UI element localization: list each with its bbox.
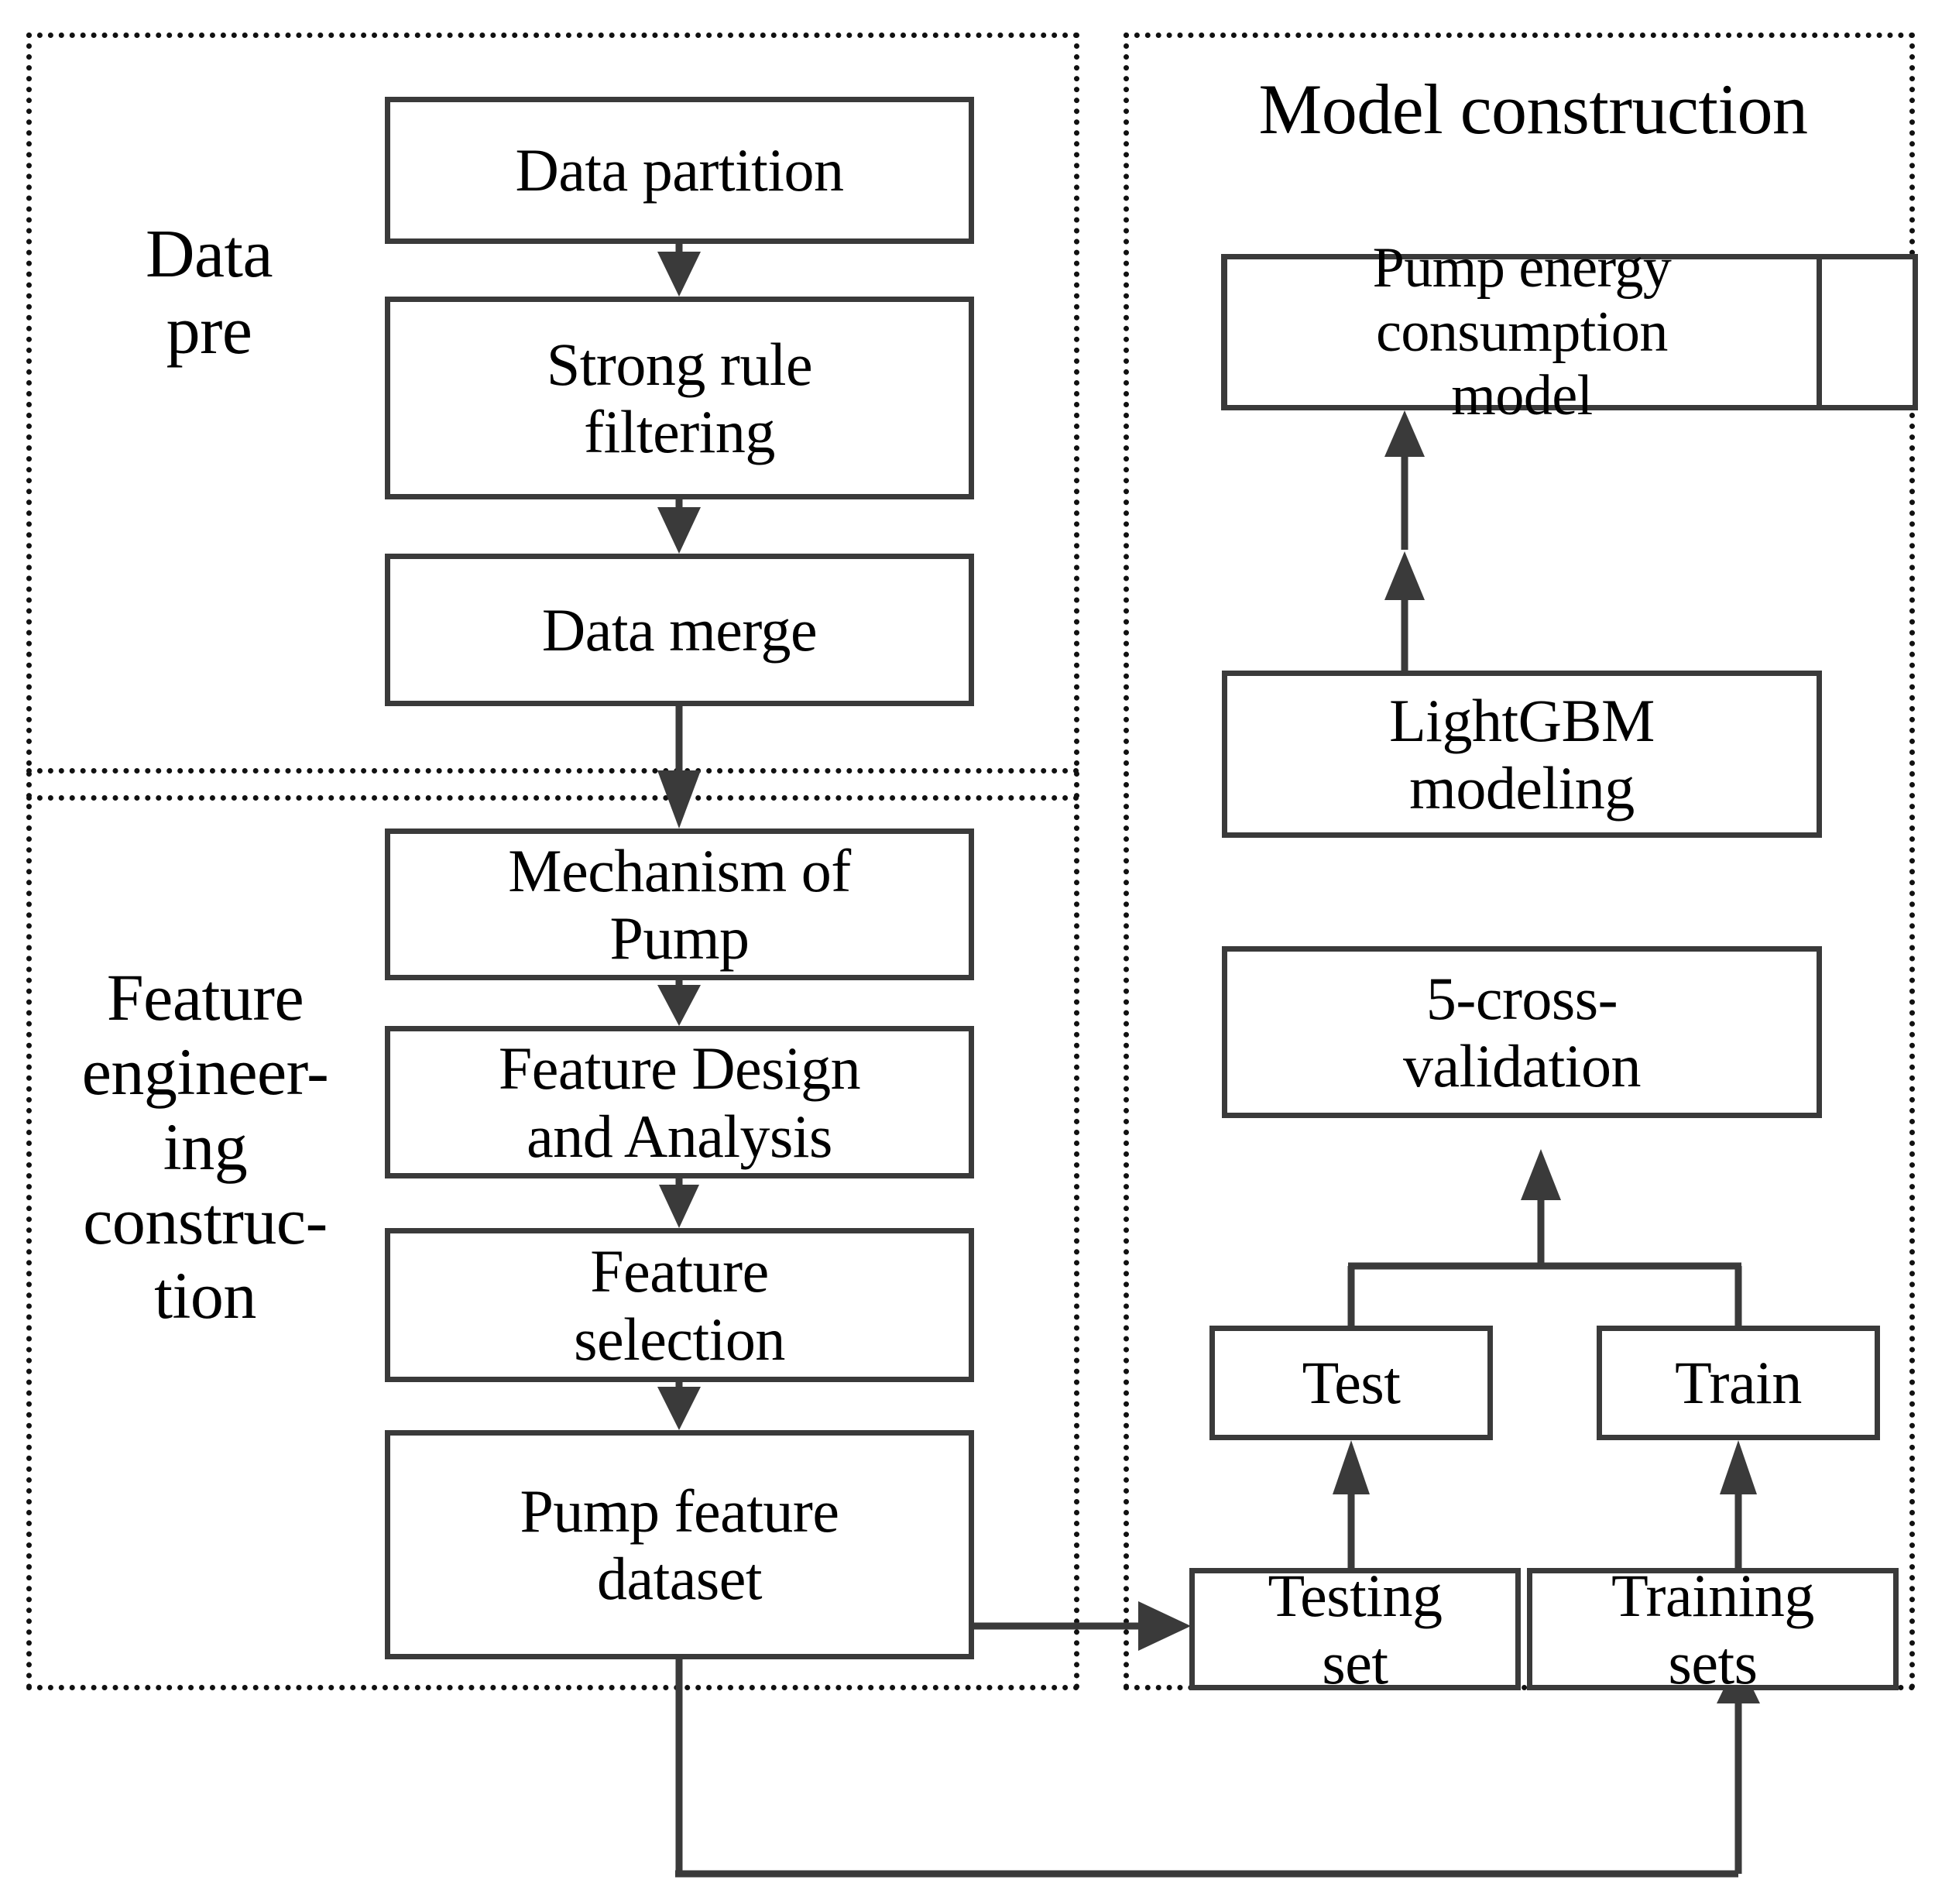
- node-feature-design-and-analysis-label: Feature Design and Analysis: [498, 1034, 861, 1170]
- edge-strong-rule-to-data-merge: [657, 499, 701, 554]
- node-test-label: Test: [1302, 1349, 1401, 1417]
- edge-testing-set-to-test: [1333, 1440, 1370, 1568]
- edge-feature-selection-to-pump-dataset: [657, 1382, 701, 1430]
- node-train-final[interactable]: Train: [1597, 1326, 1880, 1440]
- node-lightgbm-modeling-final[interactable]: LightGBM modeling: [1222, 671, 1822, 838]
- model-output-box[interactable]: Pump energy consumption model: [1222, 236, 1822, 427]
- edge-data-merge-to-mechanism: [657, 706, 701, 828]
- node-testing-set-label: Testing set: [1268, 1561, 1443, 1696]
- node-mechanism-of-pump[interactable]: Mechanism of Pump: [385, 828, 974, 980]
- edge-training-sets-to-train: [1720, 1440, 1757, 1568]
- edge-mechanism-to-feature-design: [657, 980, 701, 1026]
- node-mechanism-of-pump-label: Mechanism of Pump: [508, 836, 851, 972]
- edge-data-partition-to-strong-rule: [657, 244, 701, 297]
- edge-pump-dataset-to-testing-set: [973, 1601, 1191, 1651]
- panel-divider-feature-top: [26, 795, 1079, 801]
- edge-cross-validation-to-lightgbm: [1384, 551, 1425, 671]
- node-feature-design-and-analysis[interactable]: Feature Design and Analysis: [385, 1026, 974, 1178]
- panel-left-group: [26, 33, 1079, 1690]
- node-pump-feature-dataset[interactable]: Pump feature dataset: [385, 1430, 974, 1659]
- node-training-sets-label: Training sets: [1611, 1561, 1814, 1696]
- node-data-merge[interactable]: Data merge: [385, 554, 974, 706]
- node-testing-set-final[interactable]: Testing set: [1189, 1562, 1521, 1696]
- node-cross-validation-label: 5-cross- validation: [1403, 964, 1641, 1100]
- node-test-final[interactable]: Test: [1209, 1326, 1493, 1440]
- node-data-partition[interactable]: Data partition: [385, 97, 974, 244]
- node-lightgbm-modeling-label: LightGBM modeling: [1389, 686, 1655, 822]
- node-data-merge-label: Data merge: [541, 595, 818, 664]
- panel-divider-data-pre-bottom: [26, 768, 1079, 774]
- node-pump-energy-consumption-model-label: Pump energy consumption model: [1372, 235, 1672, 428]
- panel-label-feature-engineering: Feature engineer- ing construc- tion: [81, 960, 329, 1333]
- node-strong-rule-filtering[interactable]: Strong rule filtering: [385, 297, 974, 499]
- node-strong-rule-filtering-label: Strong rule filtering: [546, 330, 813, 465]
- node-cross-validation-final[interactable]: 5-cross- validation: [1222, 946, 1822, 1118]
- node-pump-feature-dataset-label: Pump feature dataset: [520, 1477, 839, 1612]
- panel-label-data-pre: Data pre: [145, 217, 273, 369]
- edge-test-train-merge-to-cross-validation: [1347, 1149, 1742, 1326]
- node-feature-selection-label: Feature selection: [574, 1237, 785, 1373]
- node-training-sets-final[interactable]: Training sets: [1527, 1562, 1899, 1696]
- edge-lightgbm-to-pump-energy-model: [1384, 410, 1425, 550]
- panel-label-model-construction: Model construction: [1258, 70, 1809, 149]
- node-train-label: Train: [1675, 1349, 1802, 1417]
- node-data-partition-label: Data partition: [515, 136, 844, 204]
- node-feature-selection[interactable]: Feature selection: [385, 1228, 974, 1382]
- edge-feature-design-to-feature-selection: [659, 1178, 699, 1228]
